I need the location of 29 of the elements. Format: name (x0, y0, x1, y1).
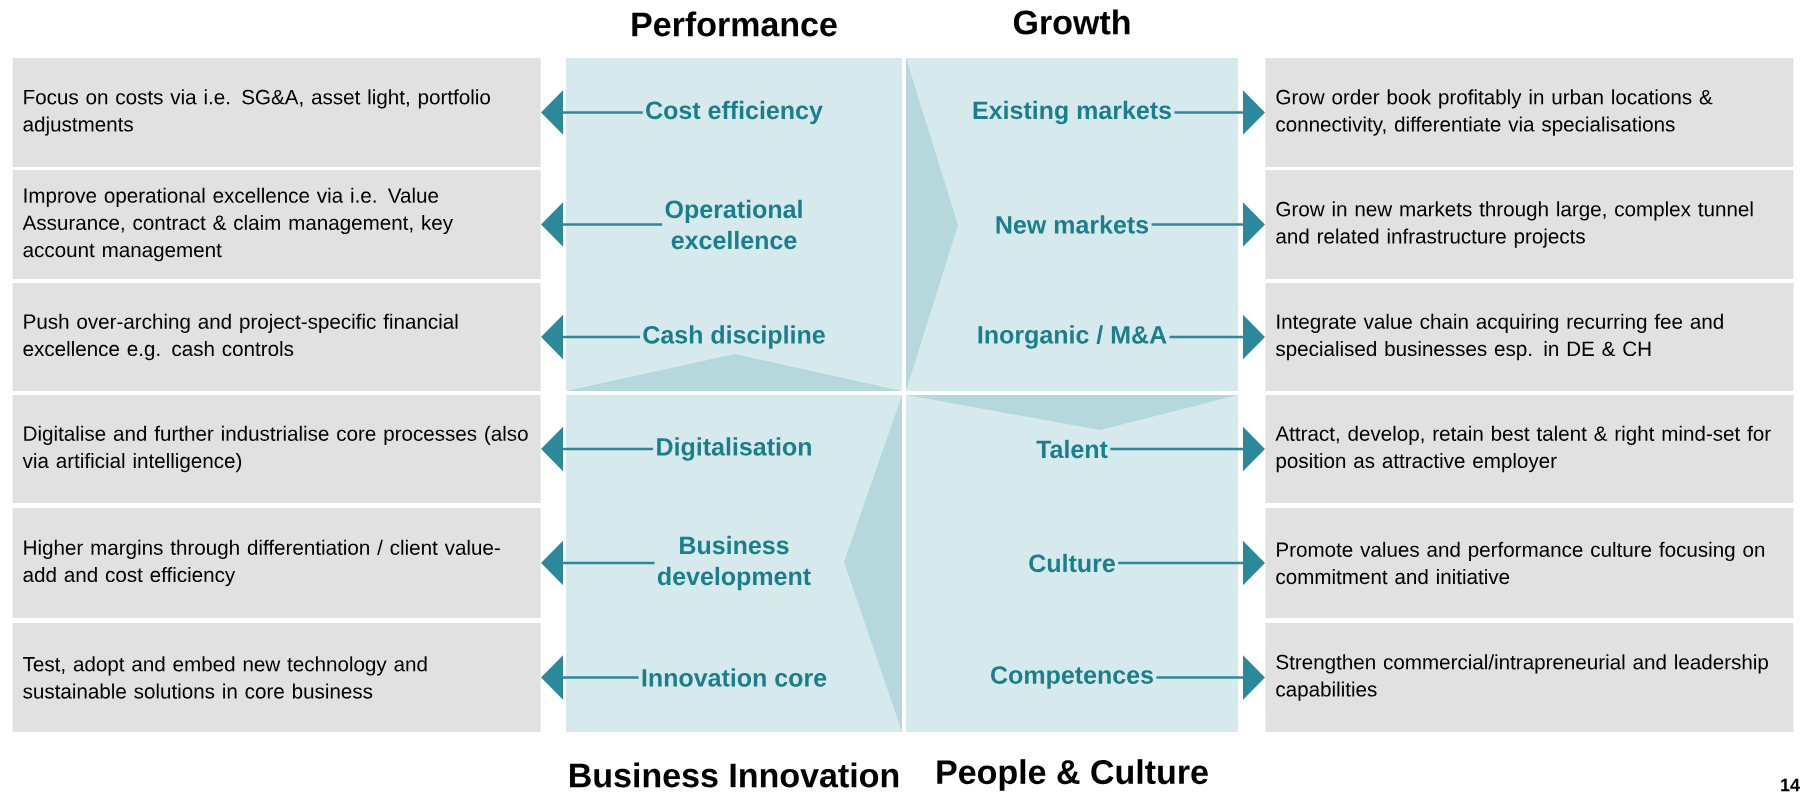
description-box: Higher margins through differentiation / client value-add and cost efficiency (12, 508, 541, 618)
description-box: Attract, develop, retain best talent & right mind-set for position as attractive employer (1265, 395, 1794, 503)
strategy-item: New markets (996, 215, 1149, 234)
description-box: Promote values and performance culture focusing on commitment and initiative (1265, 508, 1794, 618)
strategy-item: Talent (1036, 439, 1108, 459)
description-box: Push over-arching and project-specific financial excellence e.g. cash controls (12, 283, 541, 391)
description-box: Digitalise and further industrialise core processes (also via artificial intelligence) (12, 395, 541, 503)
description-box: Strengthen commercial/intrapreneurial and leadership capabilities (1265, 623, 1794, 732)
strategy-item: Culture (1029, 553, 1115, 573)
strategy-item: Cost efficiency (646, 100, 823, 125)
strategy-item: Innovation core (642, 668, 827, 687)
quadrant-heading: People & Culture (937, 759, 1208, 791)
description-box: Test, adopt and embed new technology and sustainable solutions in core business (12, 623, 541, 732)
description-box: Integrate value chain acquiring recurring fee and specialised businesses esp. in DE & CH (1265, 283, 1794, 391)
strategy-item: Operational excellence (665, 199, 802, 250)
page-number: 14 (1781, 778, 1800, 792)
quadrant-heading: Growth (1013, 9, 1130, 35)
description-box: Grow order book profitably in urban locations & connectivity, differentiate via specialisations (1265, 58, 1794, 167)
strategy-item: Business development (657, 535, 811, 591)
description-box: Grow in new markets through large, complex tunnel and related infrastructure projects (1265, 170, 1794, 279)
description-box: Improve operational excellence via i.e. Value Assurance, contract & claim management, key account management (12, 170, 541, 279)
strategy-item: Competences (991, 666, 1153, 689)
quadrant-heading: Business Innovation (570, 762, 899, 788)
strategy-item: Digitalisation (657, 437, 811, 461)
description-box: Focus on costs via i.e. SG&A, asset light, portfolio adjustments (12, 58, 541, 167)
strategy-item: Inorganic / M&A (978, 325, 1167, 349)
strategy-item: Cash discipline (643, 325, 825, 349)
strategy-item: Existing markets (973, 100, 1171, 125)
quadrant-heading: Performance (632, 11, 837, 37)
